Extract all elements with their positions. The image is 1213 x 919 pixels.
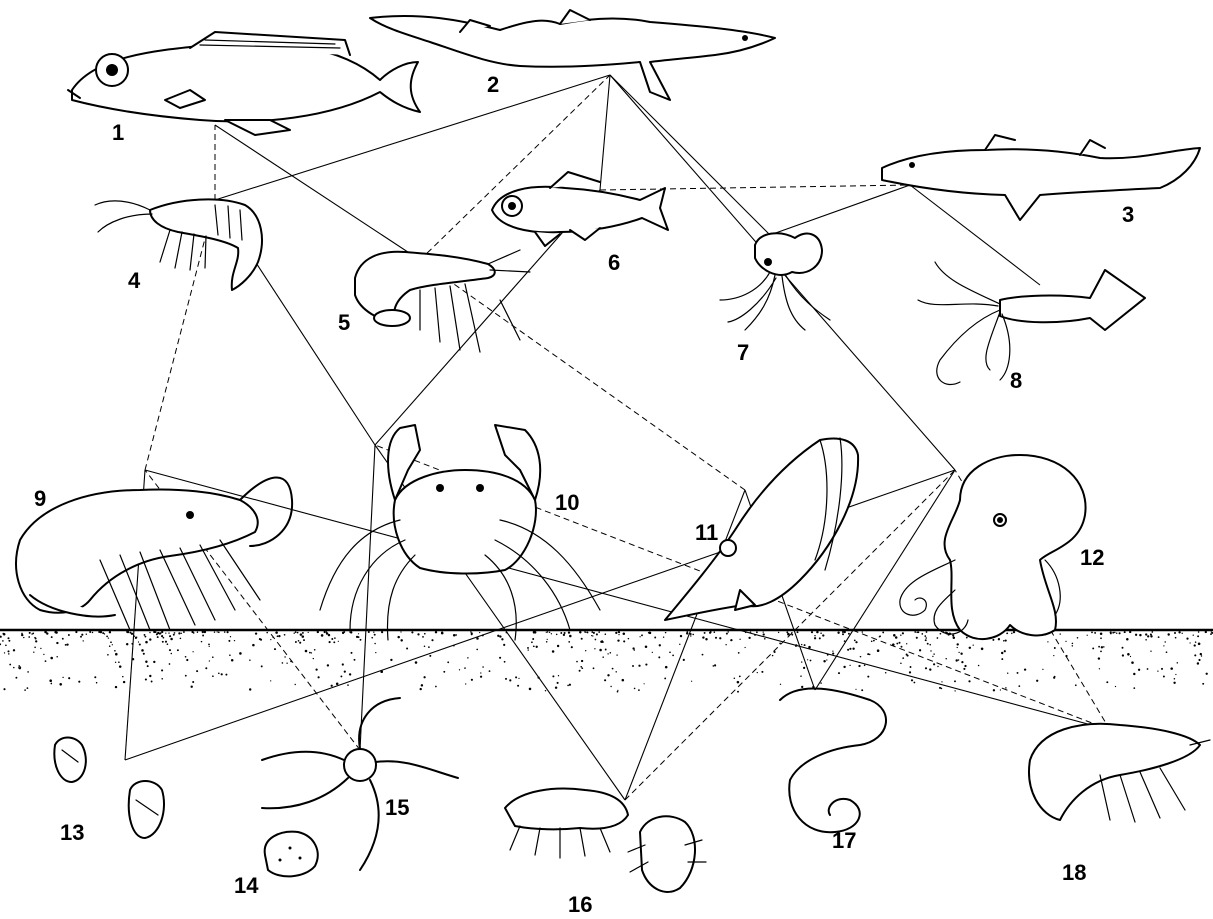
label-14: 14 bbox=[234, 873, 259, 898]
label-2: 2 bbox=[487, 72, 499, 97]
sea-floor bbox=[0, 630, 1213, 693]
label-9: 9 bbox=[34, 486, 46, 511]
link-16-to-11 bbox=[625, 490, 745, 800]
label-15: 15 bbox=[385, 795, 409, 820]
link-7-to-3 bbox=[770, 185, 910, 235]
label-6: 6 bbox=[608, 250, 620, 275]
label-1: 1 bbox=[112, 120, 124, 145]
label-7: 7 bbox=[737, 340, 749, 365]
label-12: 12 bbox=[1080, 545, 1104, 570]
organism-3-shark-illustration bbox=[882, 135, 1200, 220]
organism-14-sponge-illustration bbox=[265, 832, 318, 877]
link-6-to-3 bbox=[600, 185, 910, 190]
organism-10-crab-illustration bbox=[320, 425, 600, 640]
organism-8-squid-illustration bbox=[918, 262, 1145, 385]
label-5: 5 bbox=[338, 310, 350, 335]
organism-5-shrimp-illustration bbox=[355, 250, 530, 352]
label-4: 4 bbox=[128, 268, 141, 293]
label-16: 16 bbox=[568, 892, 592, 917]
label-11: 11 bbox=[695, 520, 718, 545]
label-13: 13 bbox=[60, 820, 84, 845]
label-8: 8 bbox=[1010, 368, 1022, 393]
label-18: 18 bbox=[1062, 860, 1086, 885]
organism-9-shrimp-illustration bbox=[16, 478, 292, 631]
organism-4-shrimp-illustration bbox=[95, 199, 262, 290]
link-15-to-10 bbox=[360, 445, 375, 750]
link-11-to-5 bbox=[420, 260, 745, 490]
label-3: 3 bbox=[1122, 202, 1134, 227]
label-17: 17 bbox=[832, 828, 856, 853]
organism-11-fish-illustration bbox=[665, 438, 858, 620]
organism-16-amphipod-illustration bbox=[505, 789, 706, 892]
organism-18-shrimp-illustration bbox=[1029, 724, 1210, 822]
organism-12-octopus-illustration bbox=[900, 455, 1086, 639]
link-6-to-2 bbox=[600, 75, 610, 190]
organism-17-worm-illustration bbox=[780, 688, 886, 832]
organism-7-squid-illustration bbox=[720, 233, 830, 330]
label-10: 10 bbox=[555, 490, 579, 515]
organism-6-fish-illustration bbox=[492, 172, 668, 246]
